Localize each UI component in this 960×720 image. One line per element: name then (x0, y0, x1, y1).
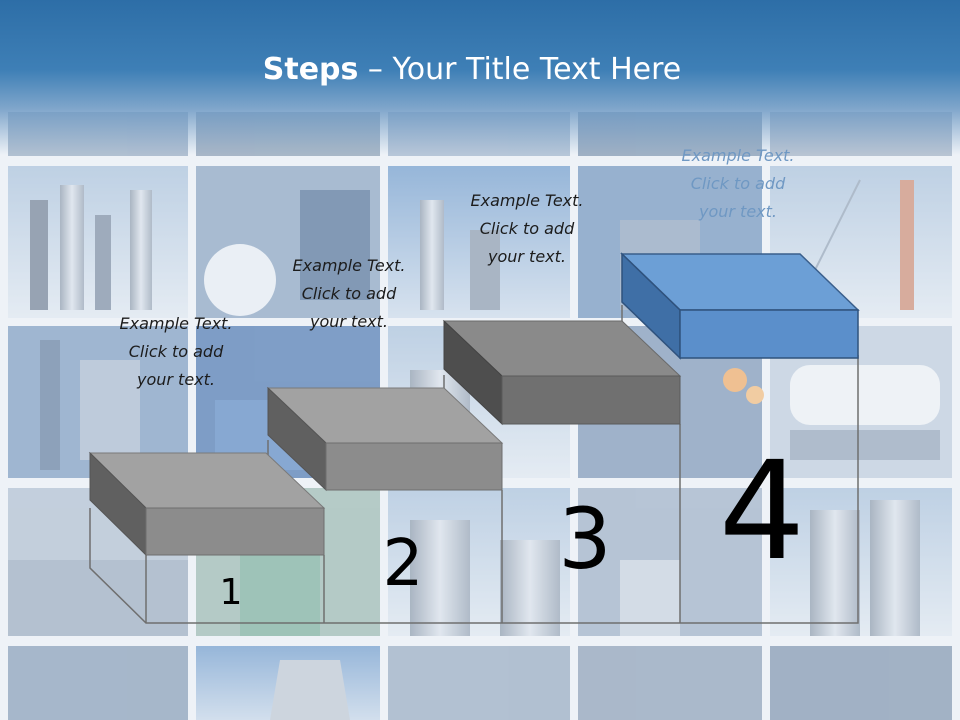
step-1-text-line1: Example Text. (119, 314, 233, 333)
step-4-text-box[interactable]: Example Text. Click to add your text. (648, 142, 828, 226)
step-3-text-line3: your text. (487, 247, 566, 266)
title-text-part: – Your Title Text Here (358, 52, 682, 87)
step-3-number: 3 (558, 490, 611, 588)
title-bold-part: Steps (262, 52, 359, 87)
photo-tile-row-4 (8, 646, 952, 720)
step-2-text-box[interactable]: Example Text. Click to add your text. (259, 252, 439, 336)
step-3-block[interactable] (442, 319, 682, 426)
step-2-text-line2: Click to add (301, 284, 397, 303)
step-1-block[interactable] (88, 451, 326, 557)
step-2-text-line3: your text. (309, 312, 388, 331)
step-4-number: 4 (719, 433, 806, 591)
step-2-block[interactable] (266, 386, 504, 492)
slide-title[interactable]: Steps – Your Title Text Here (0, 52, 944, 87)
step-2-text-line1: Example Text. (292, 256, 406, 275)
step-3-text-line2: Click to add (479, 219, 575, 238)
step-4-text-line1: Example Text. (681, 146, 795, 165)
title-bar (0, 0, 960, 155)
step-4-block[interactable] (620, 252, 860, 360)
step-3-text-line1: Example Text. (470, 191, 584, 210)
step-2-number: 2 (383, 527, 424, 601)
step-3-text-box[interactable]: Example Text. Click to add your text. (437, 187, 617, 271)
step-4-text-line2: Click to add (690, 174, 786, 193)
step-1-text-line3: your text. (136, 370, 215, 389)
step-1-text-box[interactable]: Example Text. Click to add your text. (86, 310, 266, 394)
step-1-number: 1 (220, 572, 243, 613)
step-4-text-line3: your text. (698, 202, 777, 221)
step-1-text-line2: Click to add (128, 342, 224, 361)
